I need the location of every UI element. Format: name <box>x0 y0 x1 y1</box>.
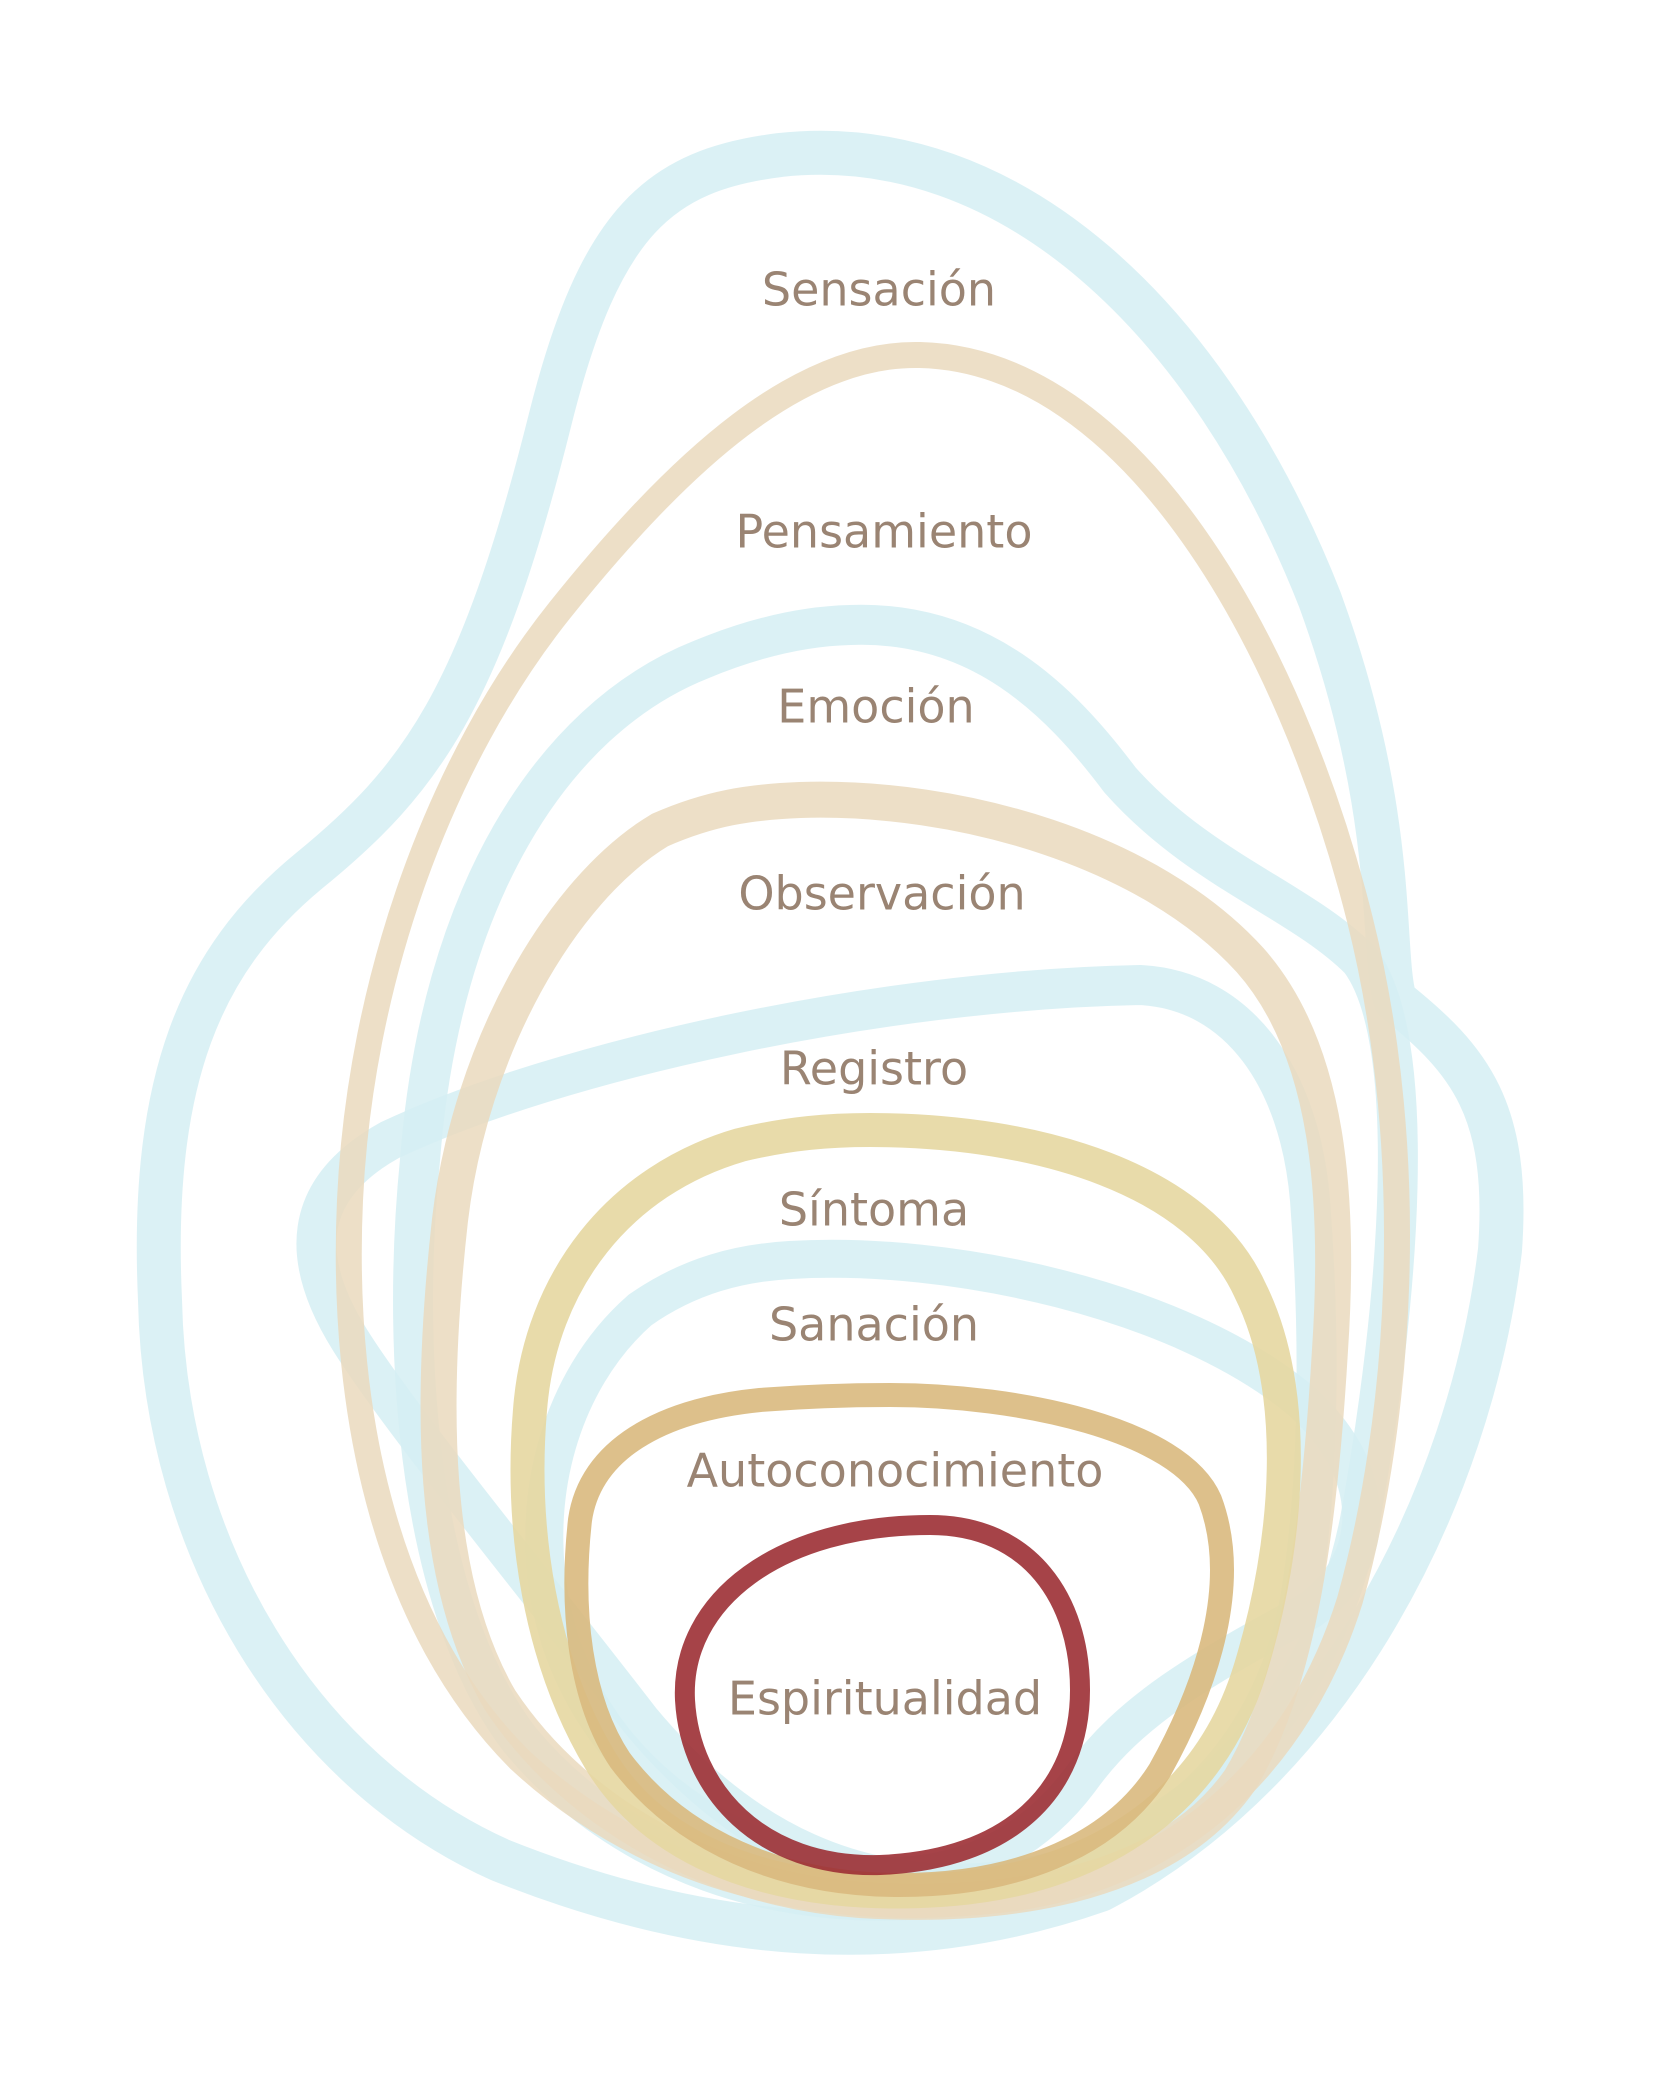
label-sintoma: Síntoma <box>779 1183 969 1237</box>
label-pensamiento: Pensamiento <box>736 505 1033 559</box>
ring-sensacion <box>136 130 1524 1955</box>
label-registro: Registro <box>780 1042 968 1096</box>
label-sanacion: Sanación <box>769 1298 979 1352</box>
label-emocion: Emoción <box>777 680 974 734</box>
label-sensacion: Sensación <box>762 263 996 317</box>
label-espiritualidad: Espiritualidad <box>728 1672 1042 1726</box>
ring-autoconocimiento <box>564 1383 1234 1897</box>
label-autoconocimiento: Autoconocimiento <box>687 1444 1104 1498</box>
ring-espiritualidad <box>674 1515 1090 1876</box>
label-observacion: Observación <box>738 867 1025 921</box>
